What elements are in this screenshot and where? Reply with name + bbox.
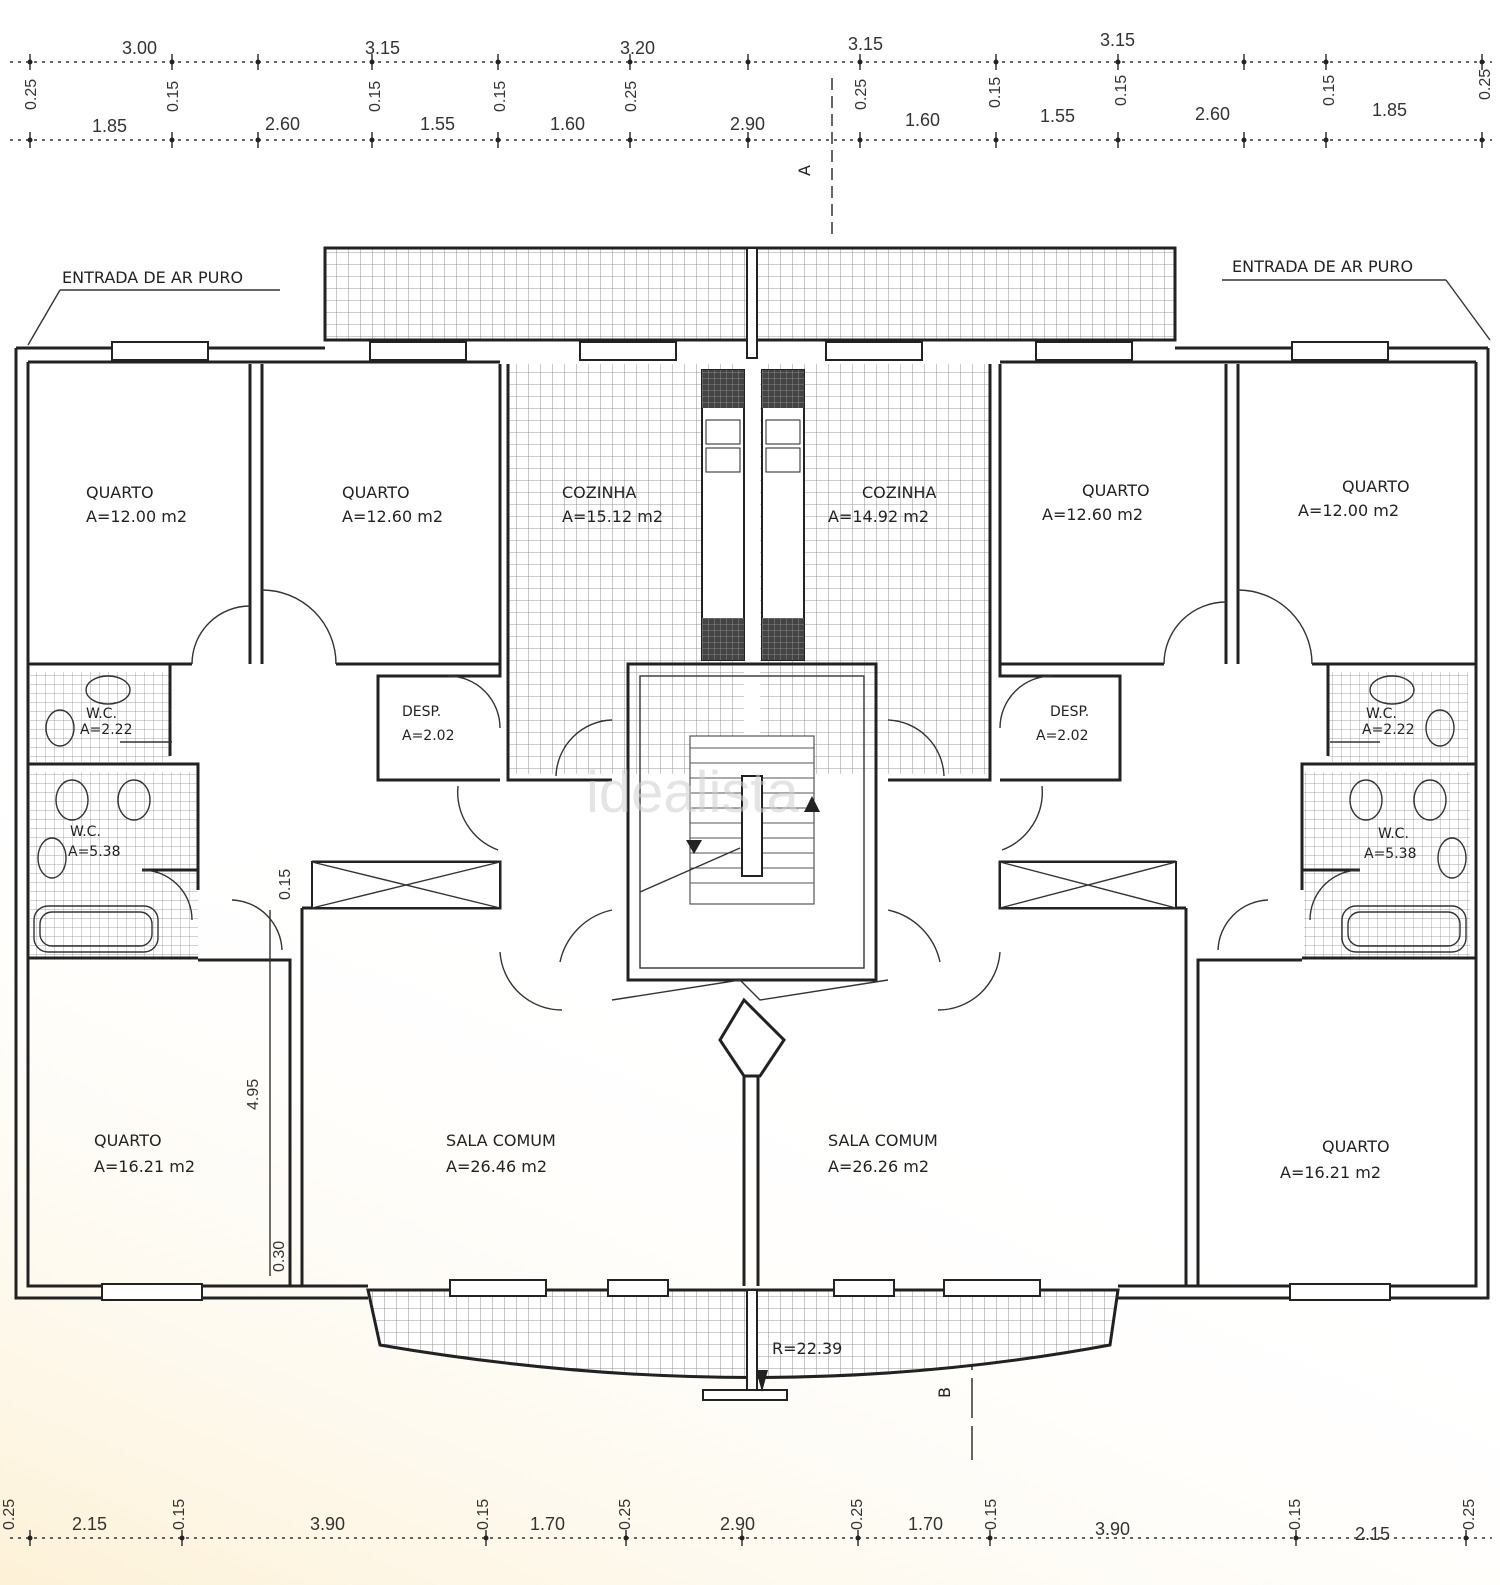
- dim-botv-3: 0.25: [617, 1499, 634, 1530]
- dim-topv-1: 0.15: [165, 81, 182, 112]
- dim-top2-7: 2.60: [1195, 104, 1230, 124]
- room-name-15: QUARTO: [1322, 1137, 1390, 1156]
- stair-core: [611, 662, 889, 1078]
- bottom-dimensions-row: 2.15 3.90 1.70 2.90 1.70 3.90 2.15: [72, 1514, 1390, 1544]
- dim-top1-0: 3.00: [122, 38, 157, 58]
- dim-topv-6: 0.15: [987, 77, 1004, 108]
- room-name-11: W.C.: [1378, 826, 1409, 842]
- sanitary-fixtures: [33, 675, 1467, 953]
- room-name-8: W.C.: [86, 706, 117, 722]
- dim-top2-4: 2.90: [730, 114, 765, 134]
- dim-bot-3: 2.90: [720, 1514, 755, 1534]
- dim-botv-0: 0.25: [1, 1499, 18, 1530]
- dim-topv-3: 0.15: [492, 81, 509, 112]
- room-area-13: A=26.46 m2: [446, 1157, 547, 1176]
- door-swings: [120, 589, 1380, 1011]
- room-name-3: COZINHA: [862, 483, 936, 502]
- dim-top1-1: 3.15: [365, 38, 400, 58]
- dim-botv-6: 0.15: [1287, 1499, 1304, 1530]
- dim-bot-2: 1.70: [530, 1514, 565, 1534]
- room-area-10: A=2.22: [1362, 722, 1414, 738]
- room-area-8: A=2.22: [80, 722, 132, 738]
- section-marker-b: B: [935, 1387, 954, 1398]
- building-walls: [14, 338, 1490, 1301]
- section-marker-a: A: [795, 165, 814, 176]
- room-name-0: QUARTO: [86, 483, 154, 502]
- kitchen-counters: [701, 369, 805, 661]
- room-area-1: A=12.60 m2: [342, 507, 443, 526]
- dim-top2-1: 2.60: [265, 114, 300, 134]
- dim-topv-4: 0.25: [623, 81, 640, 112]
- room-name-2: COZINHA: [562, 483, 636, 502]
- room-name-7: DESP.: [1050, 704, 1089, 720]
- top-dimensions-vertical: 0.25 0.15 0.15 0.15 0.25 0.25 0.15 0.15 …: [23, 69, 1494, 112]
- room-name-5: QUARTO: [1342, 477, 1410, 496]
- dim-topv-5: 0.25: [853, 79, 870, 110]
- top-dimensions-row2: 1.85 2.60 1.55 1.60 2.90 1.60 1.55 2.60 …: [92, 100, 1407, 136]
- dim-topv-0: 0.25: [23, 79, 40, 110]
- room-area-9: A=5.38: [68, 844, 120, 860]
- dim-top2-6: 1.55: [1040, 106, 1075, 126]
- room-area-2: A=15.12 m2: [562, 507, 663, 526]
- dim-top2-2: 1.55: [420, 114, 455, 134]
- top-dimensions-row1: 3.00 3.15 3.20 3.15 3.15: [122, 30, 1135, 58]
- room-name-9: W.C.: [70, 824, 101, 840]
- dim-inner-1: 4.95: [245, 1079, 262, 1110]
- air-intake-label-left: ENTRADA DE AR PURO: [62, 268, 243, 287]
- dim-top1-3: 3.15: [848, 34, 883, 54]
- room-area-3: A=14.92 m2: [828, 507, 929, 526]
- interior-walls: [28, 364, 1476, 1286]
- radius-label: R=22.39: [772, 1339, 842, 1358]
- dim-bot-0: 2.15: [72, 1514, 107, 1534]
- room-area-12: A=16.21 m2: [94, 1157, 195, 1176]
- bottom-dimensions-vertical: 0.25 0.15 0.15 0.25 0.25 0.15 0.15 0.25: [1, 1499, 1478, 1530]
- dim-inner-0: 0.15: [277, 869, 294, 900]
- room-name-14: SALA COMUM: [828, 1131, 938, 1150]
- dim-bot-4: 1.70: [908, 1514, 943, 1534]
- room-name-10: W.C.: [1366, 706, 1397, 722]
- dim-top2-8: 1.85: [1372, 100, 1407, 120]
- dim-topv-9: 0.25: [1477, 69, 1494, 100]
- room-labels: QUARTO A=12.00 m2 QUARTO A=12.60 m2 COZI…: [68, 477, 1416, 1182]
- room-area-6: A=2.02: [402, 728, 454, 744]
- dim-topv-2: 0.15: [367, 81, 384, 112]
- air-intake-label-right: ENTRADA DE AR PURO: [1232, 257, 1413, 276]
- room-name-12: QUARTO: [94, 1131, 162, 1150]
- room-area-0: A=12.00 m2: [86, 507, 187, 526]
- dim-botv-7: 0.25: [1461, 1499, 1478, 1530]
- dim-inner-2: 0.30: [271, 1241, 288, 1272]
- dim-topv-8: 0.15: [1321, 75, 1338, 106]
- dim-botv-1: 0.15: [171, 1499, 188, 1530]
- room-name-6: DESP.: [402, 704, 441, 720]
- dim-topv-7: 0.15: [1113, 75, 1130, 106]
- room-area-7: A=2.02: [1036, 728, 1088, 744]
- dim-top2-3: 1.60: [550, 114, 585, 134]
- dim-top2-5: 1.60: [905, 110, 940, 130]
- room-name-1: QUARTO: [342, 483, 410, 502]
- room-area-11: A=5.38: [1364, 846, 1416, 862]
- dim-bot-5: 3.90: [1095, 1519, 1130, 1539]
- dim-top1-4: 3.15: [1100, 30, 1135, 50]
- room-area-5: A=12.00 m2: [1298, 501, 1399, 520]
- dim-botv-2: 0.15: [475, 1499, 492, 1530]
- room-area-14: A=26.26 m2: [828, 1157, 929, 1176]
- room-name-4: QUARTO: [1082, 481, 1150, 500]
- dim-bot-6: 2.15: [1355, 1524, 1390, 1544]
- watermark-text: idealista: [586, 760, 800, 825]
- room-name-13: SALA COMUM: [446, 1131, 556, 1150]
- room-area-4: A=12.60 m2: [1042, 505, 1143, 524]
- dim-bot-1: 3.90: [310, 1514, 345, 1534]
- room-area-15: A=16.21 m2: [1280, 1163, 1381, 1182]
- dim-top1-2: 3.20: [620, 38, 655, 58]
- dimension-lines: [10, 54, 1492, 1546]
- dim-top2-0: 1.85: [92, 116, 127, 136]
- dim-botv-4: 0.25: [849, 1499, 866, 1530]
- dim-botv-5: 0.15: [983, 1499, 1000, 1530]
